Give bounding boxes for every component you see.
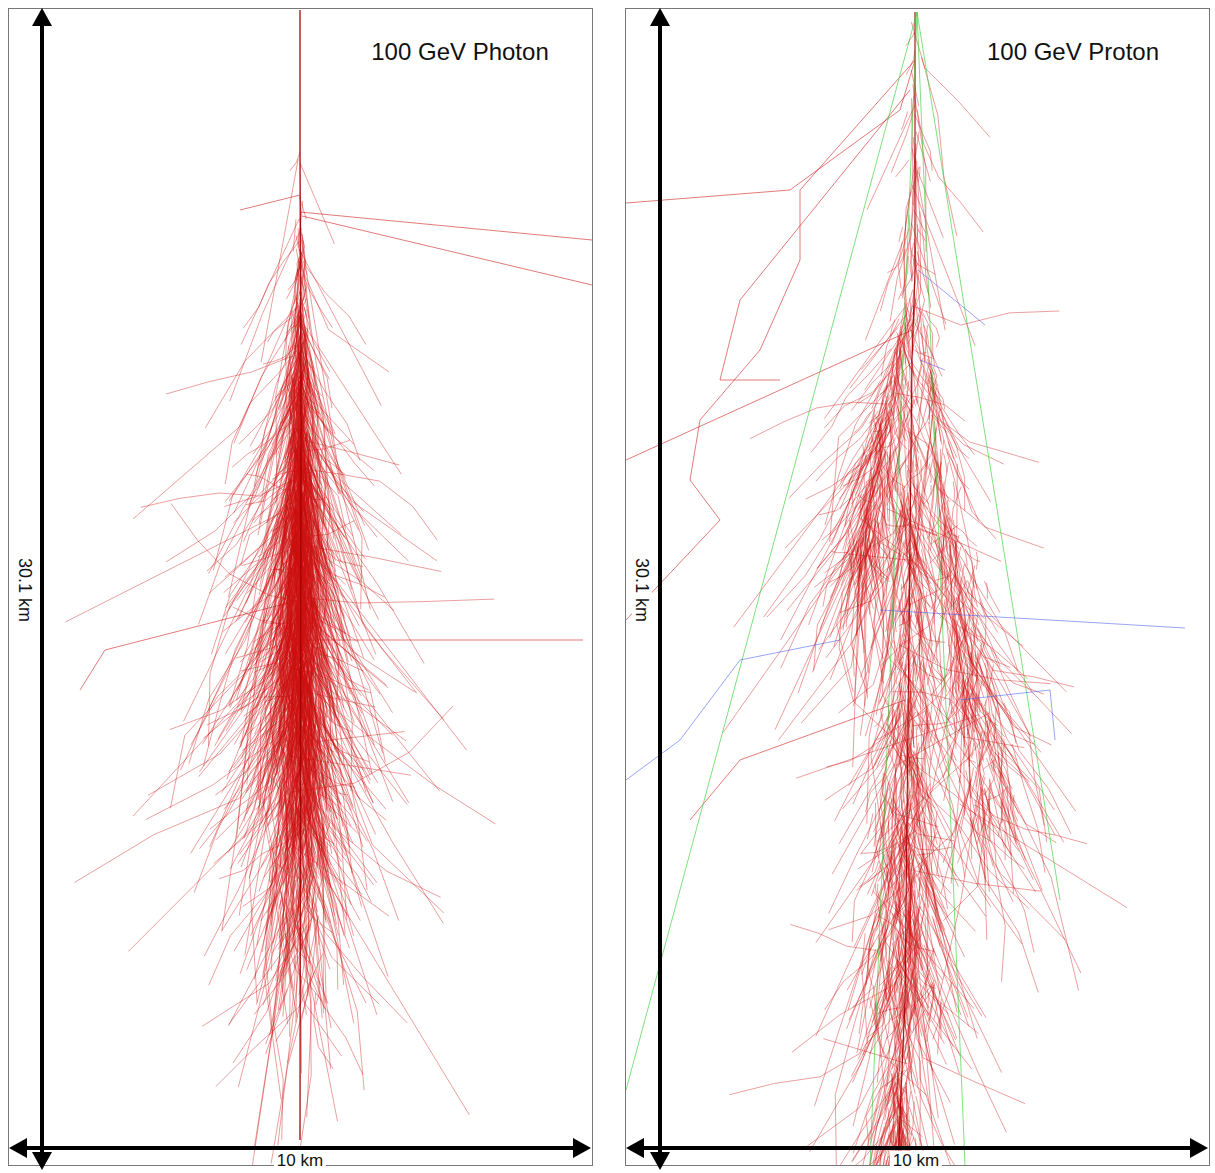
scale-arrows (9, 8, 1208, 1170)
height-arrow (40, 20, 44, 1158)
arrow-head (32, 8, 52, 26)
panel-title: 100 GeV Photon (368, 39, 551, 65)
width-arrow (20, 1146, 580, 1150)
width-label: 10 km (274, 1151, 326, 1170)
width-arrow (638, 1146, 1198, 1150)
proton-shower (626, 12, 1185, 1165)
height-label: 30.1 km (632, 555, 652, 625)
arrow-head (650, 1152, 670, 1170)
muon-tracks (626, 270, 1185, 780)
shower-axis (898, 12, 915, 1165)
arrow-head (1190, 1138, 1208, 1158)
neutral-tracks (626, 12, 1060, 1165)
arrow-head (32, 1152, 52, 1170)
height-arrow (658, 20, 662, 1158)
width-label: 10 km (890, 1151, 942, 1170)
particle-tracks (66, 152, 496, 1165)
panel-frame (9, 9, 593, 1166)
arrow-head (573, 1138, 591, 1158)
arrow-head (9, 1138, 27, 1158)
height-label: 30.1 km (15, 555, 35, 625)
panel-title: 100 GeV Proton (984, 39, 1162, 65)
arrow-head (626, 1138, 644, 1158)
particle-tracks (723, 22, 1127, 1165)
shower-axis (300, 10, 301, 1140)
particle-tracks (80, 195, 592, 690)
arrow-head (650, 8, 670, 26)
photon-shower (66, 10, 592, 1165)
particle-tracks (626, 60, 915, 820)
